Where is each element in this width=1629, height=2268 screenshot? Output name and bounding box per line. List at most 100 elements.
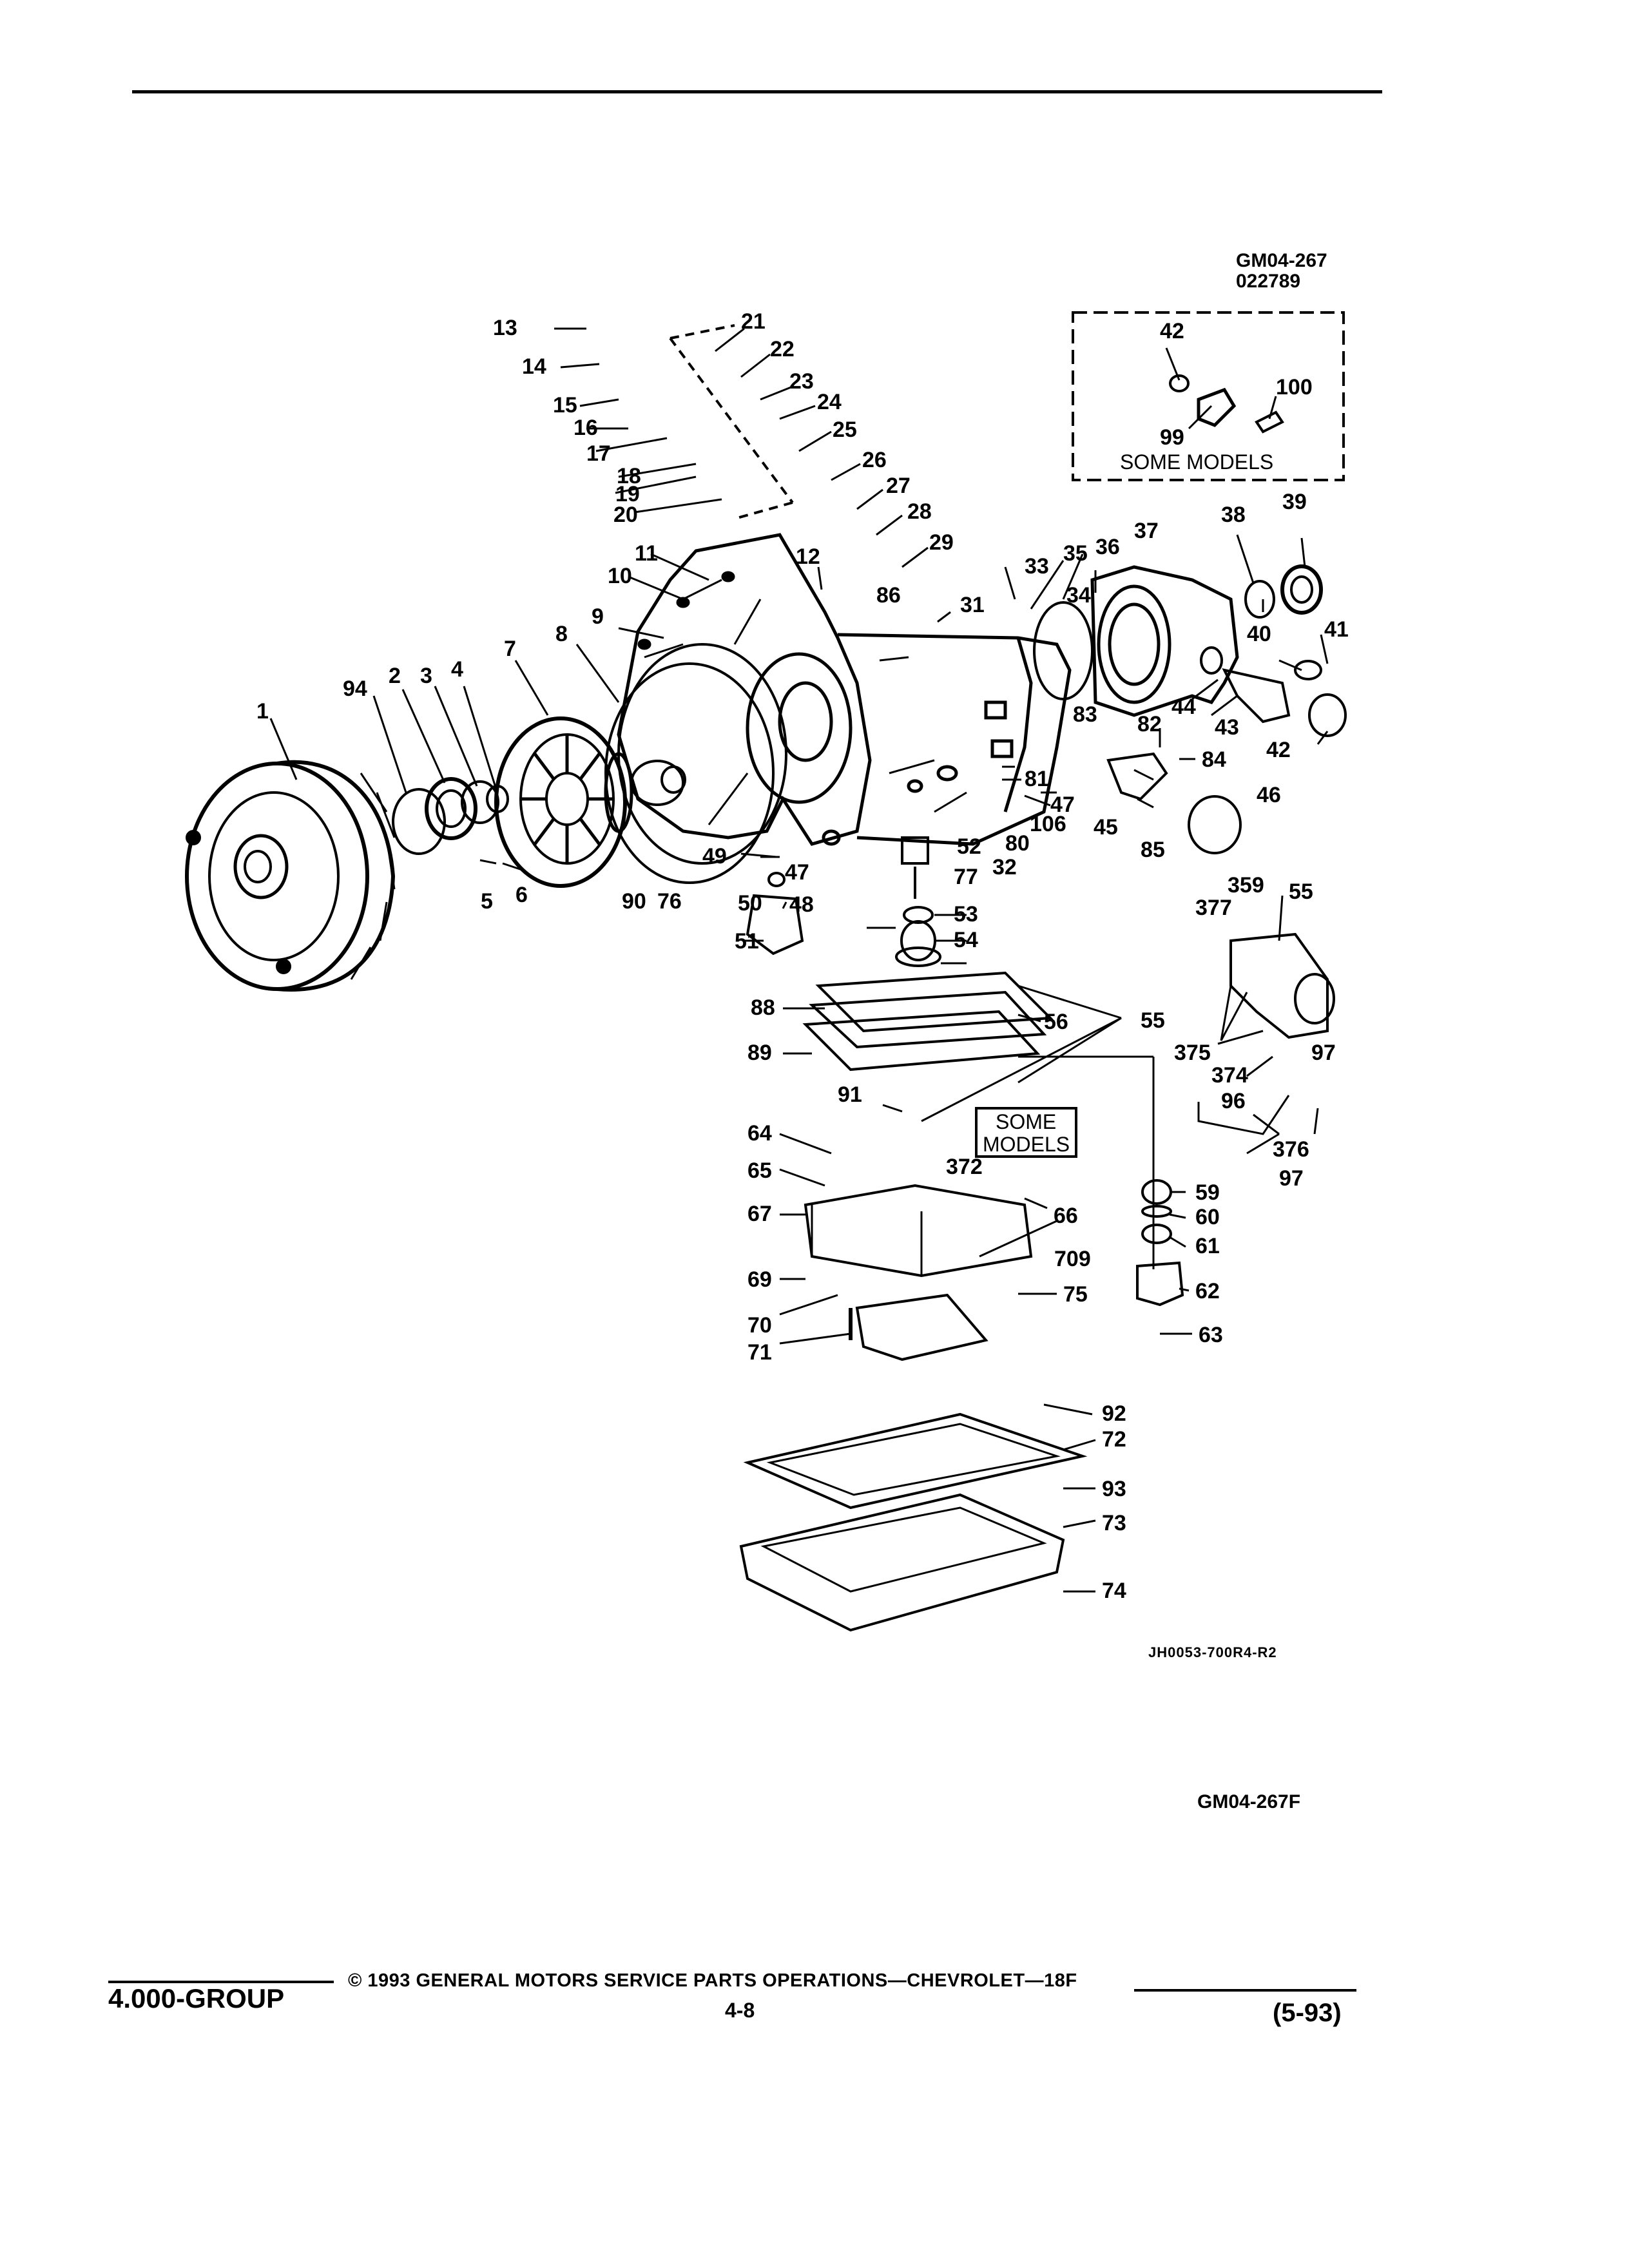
label-82: 82 [1137,712,1162,736]
label-20: 20 [613,503,638,527]
label-52: 52 [957,834,981,859]
label-14: 14 [522,354,546,379]
label-56: 56 [1044,1010,1068,1034]
label-53: 53 [954,902,978,927]
inset-parts [1169,374,1284,434]
label-13: 13 [493,316,517,340]
inset-box [1072,311,1345,481]
label-inset-99: 99 [1160,425,1184,450]
label-36: 36 [1095,535,1120,559]
figure-code: GM04-267 [1236,250,1327,271]
label-377: 377 [1195,896,1232,920]
label-47b: 47 [785,860,809,885]
label-375: 375 [1174,1041,1211,1065]
label-16: 16 [574,416,598,440]
label-17: 17 [586,441,611,466]
label-81: 81 [1025,767,1049,791]
valve-body [804,1184,1033,1278]
label-77: 77 [954,865,978,889]
label-372: 372 [946,1155,983,1179]
label-21: 21 [741,309,766,334]
figure-footer-code: GM04-267F [1197,1791,1301,1812]
label-34: 34 [1066,583,1091,608]
label-46: 46 [1257,783,1281,807]
label-41: 41 [1324,617,1349,642]
rear-seal [1244,580,1275,619]
label-8: 8 [555,622,568,646]
label-28: 28 [907,499,932,524]
top-rule [132,90,1382,93]
seal-group-bracket [669,337,794,504]
label-63: 63 [1199,1323,1223,1347]
label-12: 12 [796,544,820,569]
label-24: 24 [817,390,842,414]
label-33: 33 [1025,554,1049,579]
transmission-case [617,533,1072,846]
label-92: 92 [1102,1401,1126,1426]
torque-converter [185,760,396,992]
label-76: 76 [657,889,682,914]
label-42: 42 [1266,738,1291,762]
label-94: 94 [343,677,367,701]
figure-date: 022789 [1236,271,1301,292]
solenoid [746,894,804,956]
label-44: 44 [1171,695,1196,719]
label-55: 55 [1141,1008,1165,1033]
label-27: 27 [886,474,911,498]
label-39: 39 [1282,490,1307,514]
label-18: 18 [617,464,641,488]
spacer-plate [815,971,1054,1033]
servo-spring [1141,1179,1172,1205]
label-709: 709 [1054,1247,1091,1271]
label-91: 91 [838,1082,862,1107]
label-374: 374 [1211,1063,1248,1088]
label-11: 11 [635,541,658,566]
label-3: 3 [420,664,432,688]
label-43: 43 [1215,715,1239,740]
label-75: 75 [1063,1282,1088,1307]
label-62: 62 [1195,1279,1220,1303]
label-72: 72 [1102,1427,1126,1452]
label-61: 61 [1195,1234,1220,1258]
governor [1106,752,1168,801]
label-51: 51 [735,929,759,954]
footer-page: 4-8 [725,1999,755,2022]
oil-pump [494,662,775,888]
label-74: 74 [1102,1579,1126,1603]
governor-cover [1188,795,1242,854]
label-5: 5 [481,889,493,914]
label-37: 37 [1134,519,1159,543]
label-80: 80 [1005,831,1030,856]
label-31: 31 [960,593,985,617]
label-45: 45 [1094,815,1118,840]
servo-assembly [1229,932,1329,1039]
label-7: 7 [504,637,516,661]
label-69: 69 [747,1267,772,1292]
label-60: 60 [1195,1205,1220,1229]
callout-line1: SOME [996,1110,1056,1133]
label-47: 47 [1050,793,1075,817]
label-96: 96 [1221,1089,1246,1113]
extension-gasket [1033,601,1094,700]
label-50: 50 [738,891,762,916]
footer-rule-left [108,1981,334,1983]
oil-pan [739,1493,1065,1632]
label-32: 32 [992,855,1017,879]
label-23: 23 [789,369,814,394]
label-40: 40 [1247,622,1271,646]
label-376: 376 [1273,1137,1309,1162]
label-19: 19 [615,482,640,506]
label-64: 64 [747,1121,772,1146]
oil-filter [855,1293,988,1361]
label-2: 2 [389,664,401,688]
label-97: 97 [1311,1041,1336,1065]
label-9: 9 [592,604,604,629]
label-106: 106 [1030,812,1066,836]
label-15: 15 [553,393,577,418]
label-359: 359 [1228,873,1264,898]
label-86: 86 [876,583,901,608]
part-labels: 1 2 3 4 5 6 7 8 9 10 11 12 13 14 15 16 1… [256,309,1349,1603]
footer-date: (5-93) [1273,1999,1342,2027]
footer-rule-right [1134,1989,1356,1992]
